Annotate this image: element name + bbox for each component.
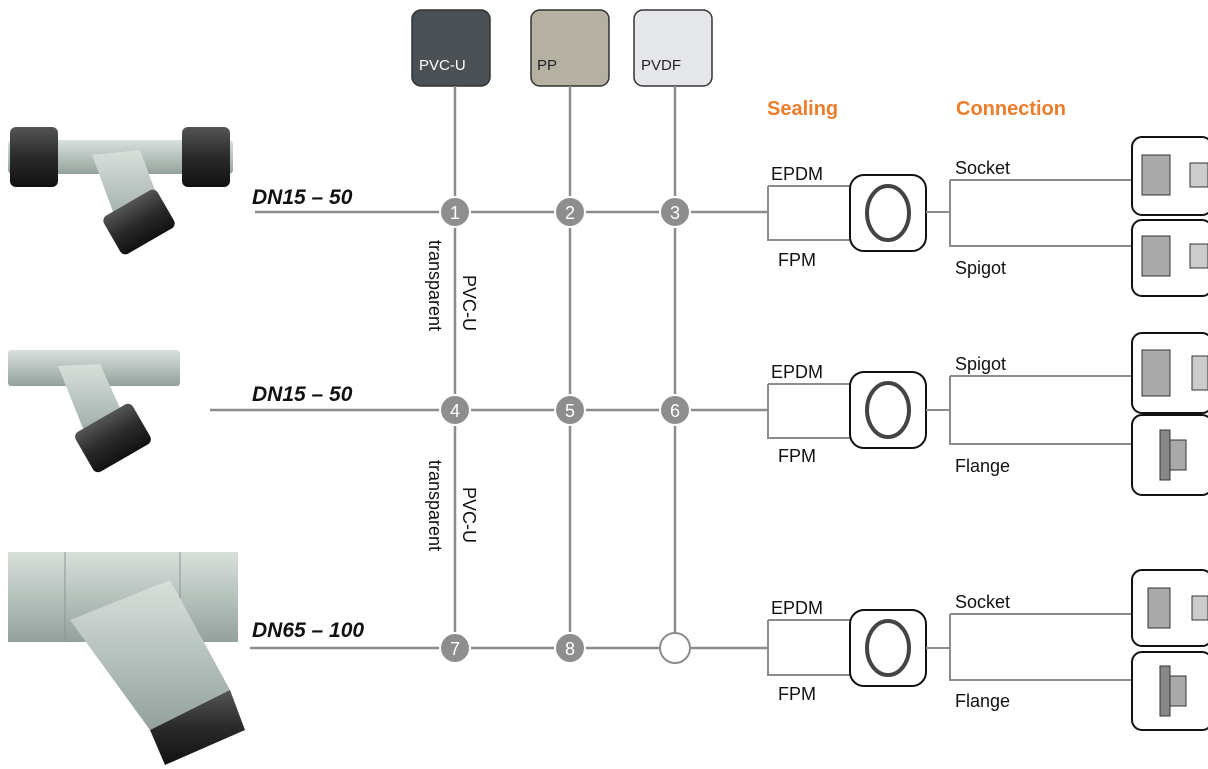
seal-top-row-3: EPDM: [771, 598, 823, 618]
sealing-header: Sealing: [767, 98, 838, 120]
node-1: 1: [439, 196, 471, 228]
conn-bottom-row-3: Flange: [955, 691, 1010, 711]
material-label-pvc-u: PVC-U: [419, 57, 466, 74]
side-label-1: transparent PVC-U: [425, 240, 479, 331]
connection-block-row-2: Spigot Flange: [926, 332, 1208, 496]
valve-image-1: [8, 127, 233, 255]
connection-header: Connection: [956, 98, 1066, 120]
node-4-label: 4: [450, 401, 460, 421]
sealing-block-row-3: EPDM FPM: [767, 598, 927, 704]
connection-block-row-1: Socket Spigot: [926, 136, 1208, 297]
o-ring-icon: [865, 184, 911, 242]
seal-bottom-row-3: FPM: [778, 684, 816, 704]
side-label-2: transparent PVC-U: [425, 460, 479, 551]
size-label-row-3: DN65 – 100: [252, 619, 364, 642]
sealing-block-row-2: EPDM FPM: [767, 362, 927, 466]
node-7-label: 7: [450, 639, 460, 659]
side-label-2-line2: transparent: [425, 460, 445, 551]
valve-image-2: [8, 350, 180, 473]
node-5-label: 5: [565, 401, 575, 421]
conn-bottom-row-1: Spigot: [955, 258, 1006, 278]
conn-top-row-3: Socket: [955, 592, 1010, 612]
size-label-row-2: DN15 – 50: [252, 383, 353, 406]
node-6: 6: [659, 394, 691, 426]
conn-top-row-2: Spigot: [955, 354, 1006, 374]
node-empty: [659, 632, 691, 664]
conn-bottom-row-2: Flange: [955, 456, 1010, 476]
node-4: 4: [439, 394, 471, 426]
node-7: 7: [439, 632, 471, 664]
o-ring-icon: [865, 381, 911, 439]
material-label-pvdf: PVDF: [641, 57, 681, 74]
seal-top-row-2: EPDM: [771, 362, 823, 382]
node-6-label: 6: [670, 401, 680, 421]
node-2: 2: [554, 196, 586, 228]
node-5: 5: [554, 394, 586, 426]
valve-image-3: [8, 552, 245, 765]
material-box-pp: PP: [530, 9, 610, 87]
connection-block-row-3: Socket Flange: [926, 569, 1208, 731]
material-label-pp: PP: [537, 57, 557, 74]
seal-top-row-1: EPDM: [771, 164, 823, 184]
node-3-label: 3: [670, 203, 680, 223]
seal-bottom-row-1: FPM: [778, 250, 816, 270]
material-box-pvc-u: PVC-U: [411, 9, 491, 87]
node-8: 8: [554, 632, 586, 664]
seal-bottom-row-2: FPM: [778, 446, 816, 466]
row-lines: [210, 210, 768, 650]
conn-top-row-1: Socket: [955, 158, 1010, 178]
o-ring-icon: [865, 619, 911, 677]
sealing-block-row-1: EPDM FPM: [767, 164, 927, 270]
node-1-label: 1: [450, 203, 460, 223]
side-label-2-line1: PVC-U: [459, 487, 479, 543]
node-8-label: 8: [565, 639, 575, 659]
material-lines: [453, 86, 677, 648]
side-label-1-line1: PVC-U: [459, 275, 479, 331]
node-2-label: 2: [565, 203, 575, 223]
nodes: 1 2 3 4 5 6 7 8: [439, 196, 691, 664]
node-3: 3: [659, 196, 691, 228]
material-box-pvdf: PVDF: [633, 9, 713, 87]
size-label-row-1: DN15 – 50: [252, 186, 353, 209]
side-label-1-line2: transparent: [425, 240, 445, 331]
